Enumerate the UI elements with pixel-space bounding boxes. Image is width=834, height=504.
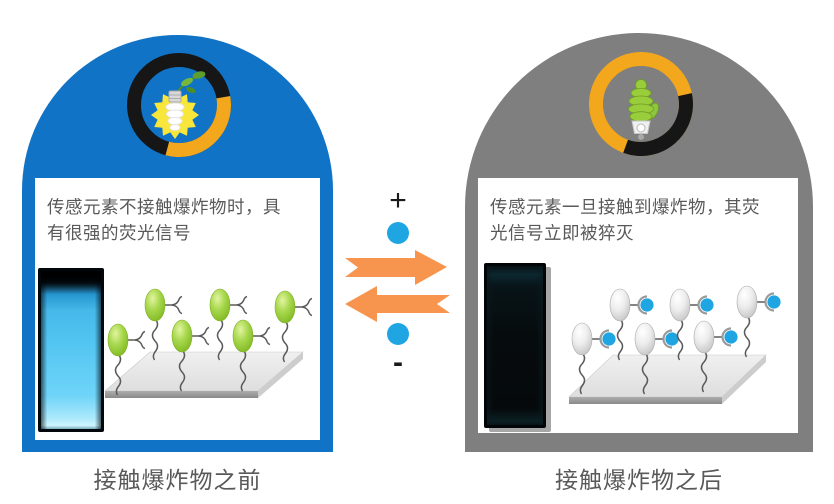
plus-label: + (389, 184, 407, 217)
before-caption: 接触爆炸物之前 (93, 467, 262, 493)
quenched-sensors-illustration (568, 284, 782, 404)
dark-cuvette-photo (484, 263, 546, 428)
before-description: 传感元素不接触爆炸物时，具有很强的荧光信号 (47, 197, 281, 243)
eco-bulb-quenched-icon (589, 52, 693, 156)
analyte-dot-top (387, 222, 409, 244)
substrate-slab (104, 351, 304, 398)
substrate-slab (568, 354, 767, 404)
after-description: 传感元素一旦接触到爆炸物，其荧光信号立即被猝灭 (490, 197, 760, 243)
after-caption: 接触爆炸物之后 (555, 467, 723, 493)
analyte-dot-bottom (387, 323, 409, 345)
left-arrow-icon (345, 286, 450, 322)
leaf-icon (192, 71, 206, 79)
logo-ring-accent (623, 93, 693, 156)
right-arrow-icon (345, 250, 447, 285)
leaf-icon (186, 86, 196, 94)
bulb-tip (638, 134, 644, 140)
leaf-icon (181, 77, 193, 87)
fluorescent-sensors-illustration (104, 288, 313, 398)
eco-bulb-glowing-icon (127, 53, 231, 157)
quenched-unit (735, 284, 782, 359)
logo-ring-accent (165, 95, 231, 157)
minus-label: - (393, 346, 403, 379)
bulb-base (168, 90, 182, 103)
fluorophore-unit (274, 290, 313, 363)
bright-cuvette-photo (38, 268, 104, 432)
